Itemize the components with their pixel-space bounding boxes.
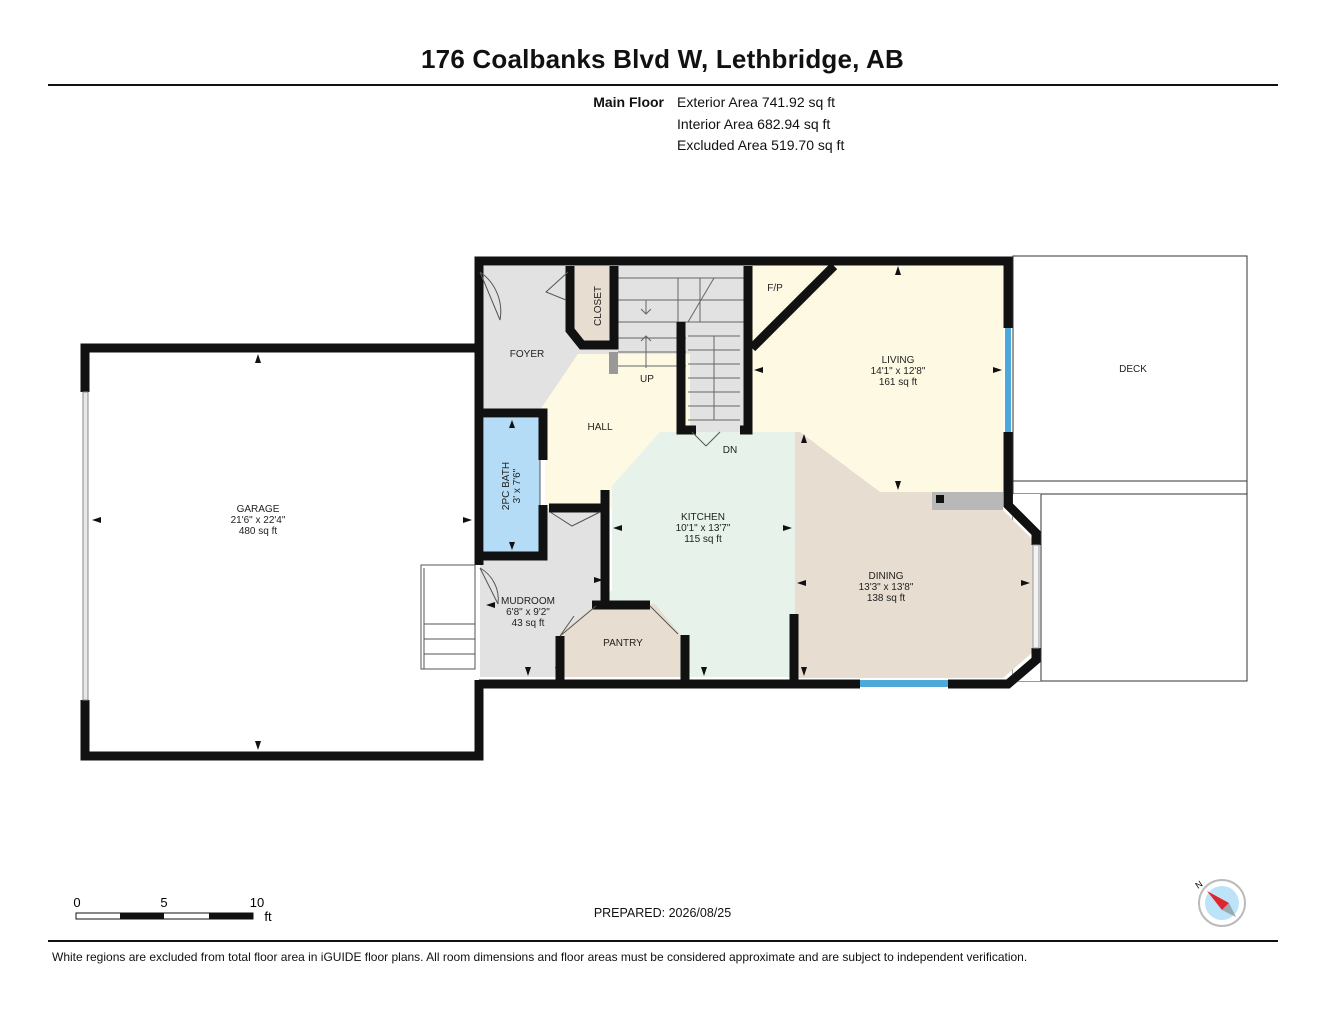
garage-side-window	[82, 391, 89, 701]
compass-icon: N	[1193, 879, 1246, 927]
scale-tick-5: 5	[160, 895, 167, 910]
mudroom-dims: 6'8" x 9'2"	[506, 607, 550, 618]
fireplace-box	[936, 495, 944, 503]
stairs	[618, 277, 748, 421]
scale-unit: ft	[264, 909, 272, 924]
exterior-area: Exterior Area 741.92 sq ft	[677, 94, 835, 110]
windows	[82, 328, 1040, 701]
bath-fill	[484, 418, 540, 552]
dimension-markers	[92, 266, 1030, 750]
compass-north: N	[1193, 879, 1204, 891]
dining-bottom-window	[860, 680, 948, 687]
room-fills	[480, 266, 1033, 678]
garage-dims: 21'6" x 22'4"	[231, 515, 286, 526]
closet-fill	[572, 266, 612, 344]
mudroom-label: MUDROOM	[501, 596, 555, 607]
living-area: 161 sq ft	[879, 377, 918, 388]
garage-area: 480 sq ft	[239, 526, 278, 537]
dining-side-window	[1032, 544, 1040, 649]
hall-fill	[540, 354, 690, 508]
floor-label: Main Floor	[593, 94, 664, 110]
newel-post	[609, 352, 618, 374]
bath-label: 2PC BATH	[501, 462, 512, 510]
scale-tick-0: 0	[73, 895, 80, 910]
deck-label: DECK	[1119, 364, 1147, 375]
deck-region	[1012, 255, 1248, 682]
stairs-up-label: UP	[640, 374, 654, 385]
closet-label: CLOSET	[593, 286, 604, 326]
fireplace-hearth	[932, 492, 1003, 510]
garage-label: GARAGE	[237, 504, 280, 515]
kitchen-area: 115 sq ft	[684, 534, 722, 545]
living-dims: 14'1" x 12'8"	[871, 366, 926, 377]
hall-label: HALL	[587, 422, 612, 433]
mudroom-area: 43 sq ft	[512, 618, 545, 629]
bath-dims: 3' x 7'6"	[512, 468, 523, 503]
foyer-label: FOYER	[510, 349, 544, 360]
scale-bar: 0 5 10 ft	[73, 895, 272, 924]
pantry-fill	[560, 604, 685, 677]
scale-tick-10: 10	[250, 895, 264, 910]
living-fill	[748, 266, 1003, 492]
header-rule	[48, 84, 1278, 86]
dining-label: DINING	[869, 571, 904, 582]
living-window	[1005, 328, 1011, 432]
dining-area: 138 sq ft	[867, 593, 906, 604]
room-labels: GARAGE 21'6" x 22'4" 480 sq ft FOYER CLO…	[231, 283, 1148, 649]
kitchen-dims: 10'1" x 13'7"	[676, 523, 731, 534]
walls	[80, 256, 1041, 761]
fireplace-label: F/P	[767, 283, 783, 294]
pantry-label: PANTRY	[603, 638, 643, 649]
kitchen-fill	[595, 432, 795, 677]
stairs-down-label: DN	[723, 445, 737, 456]
footer-rule	[48, 940, 1278, 942]
disclaimer: White regions are excluded from total fl…	[52, 950, 1028, 964]
mudroom-fill	[480, 508, 605, 677]
prepared-date: PREPARED: 2026/08/25	[593, 906, 732, 920]
page-title: 176 Coalbanks Blvd W, Lethbridge, AB	[421, 44, 904, 74]
interior-area: Interior Area 682.94 sq ft	[677, 115, 831, 132]
excluded-area: Excluded Area 519.70 sq ft	[677, 137, 845, 153]
garage-steps	[420, 564, 476, 670]
living-label: LIVING	[882, 355, 915, 366]
kitchen-label: KITCHEN	[681, 512, 725, 523]
doors	[479, 271, 721, 637]
dining-dims: 13'3" x 13'8"	[859, 582, 914, 593]
